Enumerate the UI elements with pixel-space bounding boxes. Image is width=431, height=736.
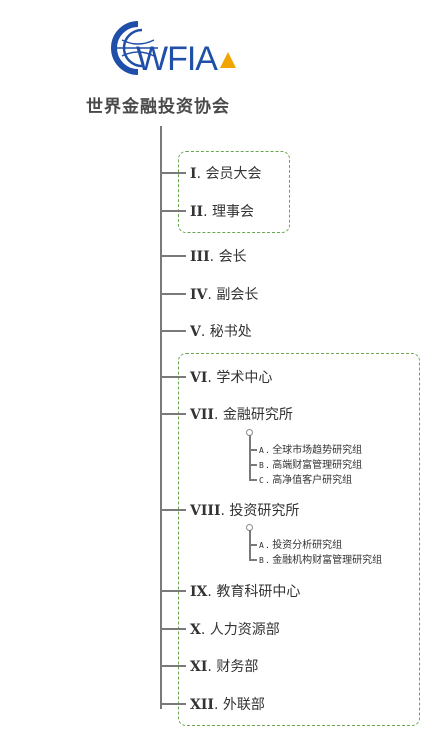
research-group-item: B. 金融机构财富管理研究组 — [259, 555, 383, 566]
branch-line — [160, 376, 186, 378]
node-president: III. 会长 — [190, 249, 247, 265]
subtree-branch — [249, 559, 257, 561]
node-education-center: IX. 教育科研中心 — [190, 584, 301, 600]
logo-wordmark: WFIA — [136, 40, 218, 78]
branch-line — [160, 413, 186, 415]
research-group-item: A. 全球市场趋势研究组 — [259, 445, 363, 456]
node-investment-institute: VIII. 投资研究所 — [190, 503, 300, 519]
branch-line — [160, 665, 186, 667]
node-secretariat: V. 秘书处 — [190, 324, 252, 340]
wfia-logo: WFIA — [111, 21, 236, 78]
subtree-vertical-line — [249, 435, 251, 479]
branch-line — [160, 628, 186, 630]
node-academic-center: VI. 学术中心 — [190, 370, 273, 386]
branch-line — [160, 172, 186, 174]
group-box-departments — [178, 353, 420, 726]
research-group-item: C. 高净值客户研究组 — [259, 475, 353, 486]
subtree-branch — [249, 544, 257, 546]
branch-line — [160, 210, 186, 212]
branch-line — [160, 703, 186, 705]
node-external-relations: XII. 外联部 — [190, 697, 265, 713]
subtree-branch — [249, 479, 257, 481]
branch-line — [160, 255, 186, 257]
branch-line — [160, 590, 186, 592]
node-council: II. 理事会 — [190, 204, 255, 220]
node-vice-president: IV. 副会长 — [190, 287, 259, 303]
branch-line — [160, 293, 186, 295]
organization-title: 世界金融投资协会 — [86, 97, 230, 117]
research-group-item: A. 投资分析研究组 — [259, 540, 343, 551]
subtree-branch — [249, 449, 257, 451]
branch-line — [160, 330, 186, 332]
subtree-branch — [249, 464, 257, 466]
group-box-governance — [178, 151, 290, 233]
node-human-resources: X. 人力资源部 — [190, 622, 280, 638]
node-finance-department: XI. 财务部 — [190, 659, 259, 675]
branch-line — [160, 509, 186, 511]
node-general-assembly: I. 会员大会 — [190, 166, 262, 182]
tree-trunk-line — [160, 126, 162, 709]
node-finance-institute: VII. 金融研究所 — [190, 407, 293, 423]
research-group-item: B. 高端财富管理研究组 — [259, 460, 363, 471]
